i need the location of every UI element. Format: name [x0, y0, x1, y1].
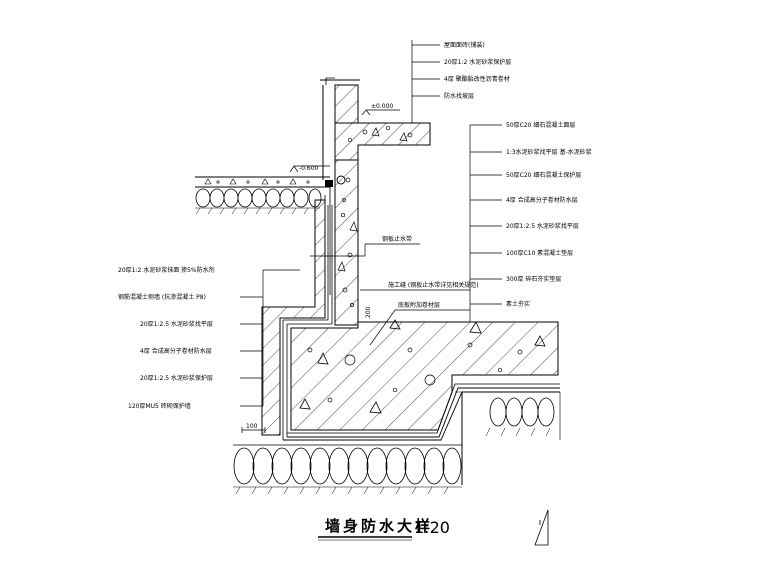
dim-left-label: 100 — [246, 423, 258, 430]
protection-wall — [261, 199, 333, 440]
slope-symbol-icon — [534, 509, 549, 546]
floor-layer-label: 1:3水泥砂浆找平层 基-水泥砂浆 — [506, 148, 592, 156]
bottom-gravel — [233, 444, 462, 495]
floor-layer-label: 50厚C20 细石混凝土保护层 — [506, 171, 581, 179]
floor-layer-label: 4厚 合成高分子卷材防水层 — [506, 196, 578, 204]
floor-layer-label: 100厚C10 素混凝土垫层 — [506, 249, 573, 257]
callout-labels: 钢板止水带 施工缝 (钢板止水带详见相关规范) 底板附加卷材层 — [382, 235, 479, 309]
drawing-scale: 1:20 — [414, 518, 450, 537]
ground-level-label: -0.600 — [299, 165, 319, 172]
parapet — [320, 77, 360, 124]
wall-side-label: 20厚1:2.5 水泥砂浆找平层 — [140, 320, 213, 328]
wall-top-labels: 屋面面砖(铺装) 20厚1:2 水泥砂浆保护层 4厚 聚酯胎改性沥青卷材 防水找… — [444, 41, 511, 100]
floor-layer-label: 20厚1:2.5 水泥砂浆找平层 — [506, 222, 579, 230]
wall-side-labels: 20厚1:2 水泥砂浆抹面 掺5%防水剂 钢筋混凝土侧墙 (抗渗混凝土 P8) … — [118, 266, 215, 410]
right-base-fill — [455, 391, 561, 485]
floor-layer-label: 300厚 碎石夯实垫层 — [506, 275, 561, 283]
leader-lines — [240, 40, 502, 407]
drawing-title: 墙身防水大样 — [325, 517, 433, 535]
floor-layer-labels: 50厚C20 细石混凝土面层 1:3水泥砂浆找平层 基-水泥砂浆 50厚C20 … — [506, 121, 592, 308]
floor-layer-label: 素土夯实 — [506, 300, 530, 308]
top-level-label: ±0.000 — [371, 103, 393, 110]
dimension-labels: ±0.000 -0.600 100 200 — [246, 103, 393, 430]
wall-side-label: 4厚 合成高分子卷材防水层 — [140, 347, 212, 355]
corner-reinforce-label: 底板附加卷材层 — [398, 301, 440, 309]
wall-top-label: 20厚1:2 水泥砂浆保护层 — [444, 58, 511, 66]
floor-layer-label: 50厚C20 细石混凝土面层 — [506, 121, 575, 129]
drawing-title-block: 墙身防水大样 1:20 — [318, 517, 450, 541]
dim-joint-label: 200 — [365, 306, 372, 318]
base-slab — [283, 319, 560, 441]
concrete-wall — [322, 123, 359, 326]
roof-slab — [334, 122, 431, 161]
waterstop-label: 钢板止水带 — [382, 235, 412, 243]
wall-side-label: 钢筋混凝土侧墙 (抗渗混凝土 P8) — [118, 293, 206, 301]
construction-joint-label: 施工缝 (钢板止水带详见相关规范) — [388, 281, 479, 289]
exterior-ground — [195, 176, 333, 215]
wall-top-label: 4厚 聚酯胎改性沥青卷材 — [444, 75, 510, 83]
wall-side-label: 20厚1:2 水泥砂浆抹面 掺5%防水剂 — [118, 266, 215, 274]
wall-top-label: 防水找坡层 — [444, 92, 474, 100]
wall-side-label: 20厚1:2.5 水泥砂浆保护层 — [140, 374, 213, 382]
wall-side-label: 120厚MU5 砖砌保护墙 — [128, 402, 191, 410]
elevation-marks — [241, 109, 400, 433]
wall-top-label: 屋面面砖(铺装) — [444, 41, 485, 49]
